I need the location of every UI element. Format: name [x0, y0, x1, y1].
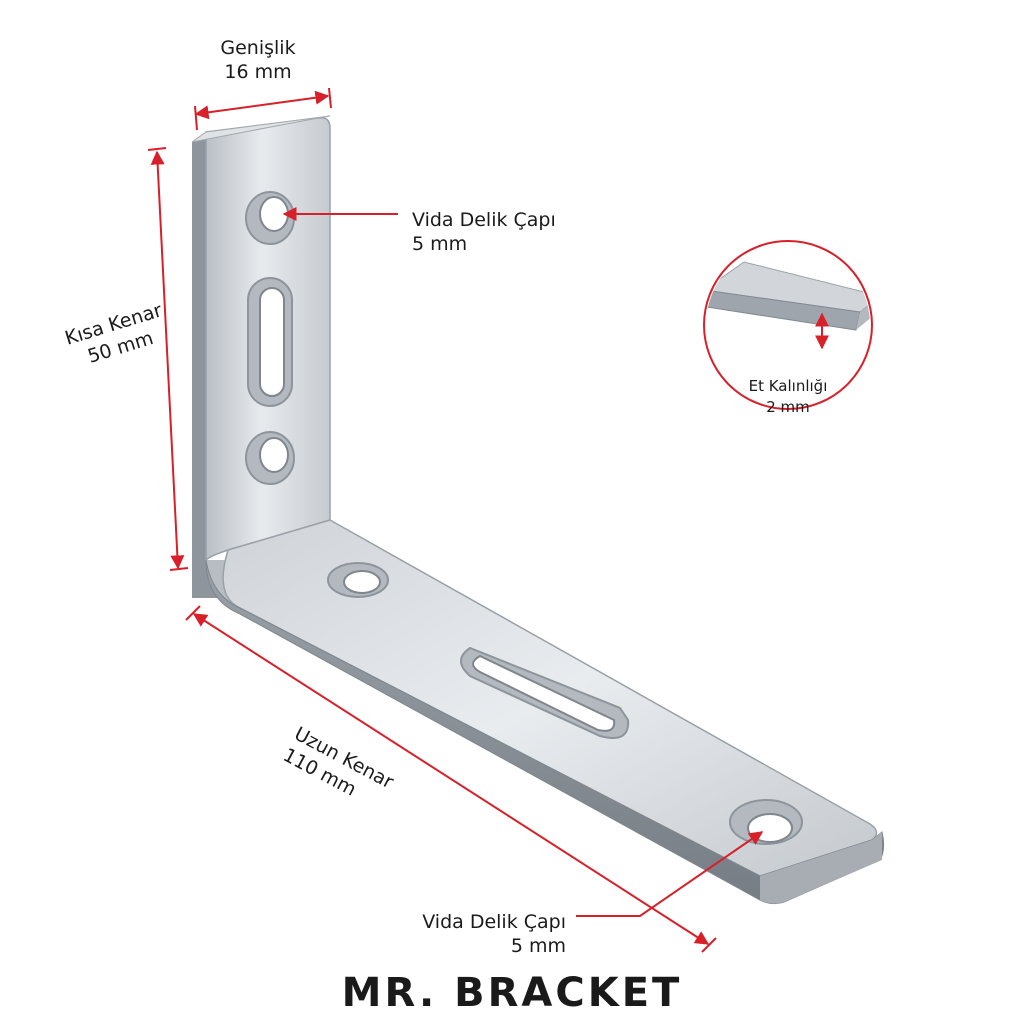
top-hole-label-name: Vida Delik Çapı — [412, 209, 556, 231]
top-hole-label-value: 5 mm — [412, 233, 468, 255]
top-hole-label: Vida Delik Çapı 5 mm — [412, 208, 556, 256]
bracket-vertical-edge — [192, 132, 230, 598]
width-label-name: Genişlik — [220, 37, 296, 59]
long-edge-dimension-line — [185, 605, 717, 953]
bottom-hole-label-name: Vida Delik Çapı — [422, 911, 566, 933]
thickness-label-value: 2 mm — [766, 398, 810, 416]
bottom-hole-label: Vida Delik Çapı 5 mm — [416, 910, 566, 958]
screw-hole-horizontal-first — [327, 562, 389, 598]
width-dimension-line — [194, 87, 332, 131]
short-edge-dimension-line — [147, 147, 189, 571]
thickness-label-name: Et Kalınlığı — [748, 377, 828, 395]
slot-vertical — [247, 277, 293, 407]
screw-hole-middle — [245, 431, 295, 485]
thickness-label: Et Kalınlığı 2 mm — [738, 376, 838, 418]
width-label-value: 16 mm — [224, 61, 292, 83]
bottom-hole-label-value: 5 mm — [510, 935, 566, 957]
screw-hole-top — [245, 191, 295, 245]
thickness-detail — [703, 240, 873, 410]
bottom-hole-leader — [576, 831, 764, 917]
brand-logo: MR. BRACKET — [341, 970, 683, 1016]
screw-hole-horizontal-end — [729, 799, 803, 845]
width-label: Genişlik 16 mm — [196, 36, 320, 84]
